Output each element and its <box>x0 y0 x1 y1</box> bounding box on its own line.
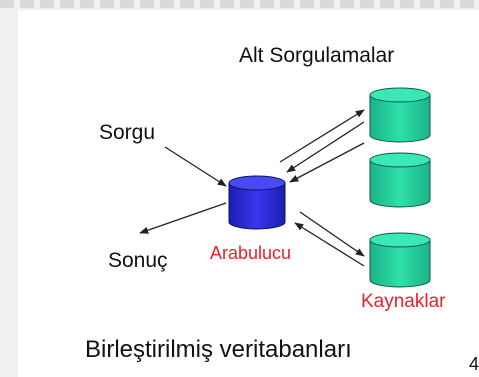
source-database-icon-2 <box>369 152 431 208</box>
result-arrow <box>139 202 227 234</box>
mediator-label: Arabulucu <box>210 243 292 263</box>
subquery-arrow-3 <box>299 211 365 257</box>
query-label: Sorgu <box>99 121 156 144</box>
diagram-caption: Birleştirilmiş veritabanları <box>85 336 352 363</box>
query-arrow <box>164 146 227 187</box>
mediator-database-icon <box>228 175 286 230</box>
response-arrow-1 <box>286 121 365 173</box>
response-arrow-3 <box>294 222 365 267</box>
source-database-icon-1 <box>369 87 431 143</box>
source-database-icon-3 <box>369 232 431 288</box>
subqueries-label: Alt Sorgulamalar <box>239 44 395 67</box>
sources-label: Kaynaklar <box>361 291 446 312</box>
subquery-arrow-1 <box>279 109 365 163</box>
page-number-fragment: 4 <box>469 354 479 374</box>
response-arrow-2 <box>289 142 365 183</box>
top-border <box>0 0 479 8</box>
result-label: Sonuç <box>108 249 168 272</box>
